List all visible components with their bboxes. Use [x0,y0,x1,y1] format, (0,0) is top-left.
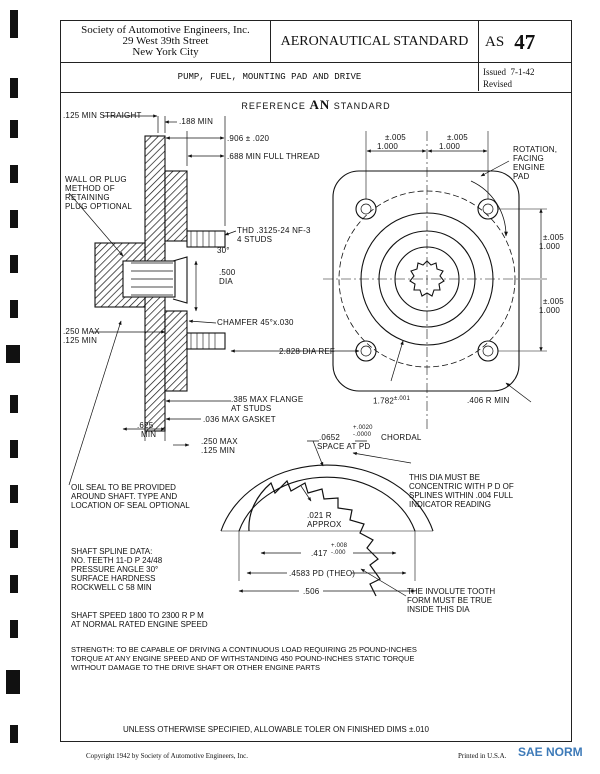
min-straight-label: .125 MIN STRAIGHT [63,111,142,120]
binder-mark [10,395,18,413]
rotation-note: ROTATION, FACING ENGINE PAD [513,145,558,181]
binder-mark [10,485,18,503]
dim-250b-label: .250 MAX .125 MIN [201,437,238,455]
shaft-speed-note: SHAFT SPEED 1800 TO 2300 R P M AT NORMAL… [71,611,208,629]
issued-date: 7-1-42 [510,67,535,77]
pad-outline [332,170,520,392]
dim-1000-v2: 1.000 [539,306,561,315]
front-pad-view [297,131,547,431]
issued-label: Issued [483,67,506,77]
spline-teeth [248,479,381,597]
binder-mark [10,165,18,183]
upper-boss-section [164,170,188,242]
binder-mark [10,120,18,138]
radius-021-label: .021 R APPROX [307,511,342,529]
thread-spec-label: THD .3125-24 NF-3 4 STUDS [237,226,311,244]
dim-1000-b: 1.000 [439,142,461,151]
spline-lines [131,262,173,296]
binder-mark [10,575,18,593]
angle-label: 30° [217,246,230,255]
dim-906-label: .906 ± .020 [227,134,270,143]
org-city: New York City [132,46,199,58]
dim-1782: 1.782±.001 [373,396,411,406]
side-section-view [68,114,301,486]
reference-line: REFERENCE AN STANDARD [61,97,571,113]
space-at-pd-label: SPACE AT PD [317,442,371,451]
tol-005-b: ±.005 [447,133,468,142]
binder-mark [6,345,20,363]
binder-mark [10,78,18,98]
reference-an: AN [309,97,331,112]
lower-boss-section [164,310,188,392]
tol-005-c: ±.005 [543,233,564,242]
chordal-label: CHORDAL [381,433,422,442]
reference-suffix: STANDARD [333,101,391,111]
stud-hole-lr [477,340,499,362]
engineering-drawing [68,114,547,597]
pd-ref-label: 2.828 DIA REF [279,347,335,356]
chamfer-label: CHAMFER 45°x.030 [217,318,294,327]
extension-lines [144,116,226,441]
reference-prefix: REFERENCE [241,101,306,111]
lower-stud [186,332,226,350]
binder-mark [10,440,18,458]
org-street: 29 West 39th Street [122,35,209,47]
copyright-text: Copyright 1942 by Society of Automotive … [86,752,248,760]
wall-plug-note: WALL OR PLUG METHOD OF RETAINING PLUG OP… [65,175,133,211]
shaft-end [172,256,188,304]
outer-arc [220,464,434,532]
binder-mark [10,210,18,228]
pd-4583-label: .4583 PD (THEO) [289,569,356,578]
oil-seal-note: OIL SEAL TO BE PROVIDED AROUND SHAFT. TY… [71,483,190,510]
binder-mark [10,255,18,273]
tol-005-a: ±.005 [385,133,406,142]
binder-mark [10,300,18,318]
watermark-logo: SAE NORM [518,745,583,759]
flange-label: .385 MAX FLANGE AT STUDS [231,395,304,413]
strength-note: STRENGTH: TO BE CAPABLE OF DRIVING A CON… [71,645,417,672]
tol-005-d: ±.005 [543,297,564,306]
printed-text: Printed in U.S.A. [458,752,507,760]
dim-1000-v1: 1.000 [539,242,561,251]
dim-417: .417 [311,549,328,558]
major-arc [238,476,416,532]
standard-number: 47 [514,29,536,54]
title-block: Society of Automotive Engineers, Inc. 29… [61,21,571,63]
standard-title: AERONAUTICAL STANDARD [271,21,479,63]
org-name: Society of Automotive Engineers, Inc. [81,24,250,36]
max-250-label: .250 MAX .125 MIN [63,327,100,345]
standard-number-block: AS 47 [479,21,571,63]
upper-stud [186,230,226,248]
radius-406-label: .406 R MIN [467,396,510,405]
drawing-sheet: Society of Automotive Engineers, Inc. 29… [60,20,572,742]
chordal-dim: .0652 [319,433,341,442]
revised-label: Revised [483,79,512,89]
binder-mark [6,670,20,694]
tol-417: +.008 -.000 [331,543,348,556]
tolerance-note: UNLESS OTHERWISE SPECIFIED, ALLOWABLE TO… [123,725,429,734]
spline-detail-view [220,440,434,597]
dates-block: Issued 7-1-42 Revised [483,66,535,90]
binder-mark [10,620,18,638]
binder-mark [10,10,18,38]
gasket-label: .036 MAX GASKET [203,415,276,424]
involute-note: THE INVOLUTE TOOTH FORM MUST BE TRUE INS… [407,587,496,614]
binder-mark [10,530,18,548]
dim-625-label: .625 MIN [137,421,157,439]
subject-title: PUMP, FUEL, MOUNTING PAD AND DRIVE [61,63,479,91]
dim-506: .506 [303,587,320,596]
subject-row: PUMP, FUEL, MOUNTING PAD AND DRIVE Issue… [61,63,571,93]
spline-data-note: SHAFT SPLINE DATA: NO. TEETH 11-D P 24/4… [71,547,163,592]
binder-mark [10,725,18,743]
centerlines [323,131,531,431]
organization-block: Society of Automotive Engineers, Inc. 29… [61,21,271,63]
chordal-tol: +.0020 -.0000 [353,425,373,438]
dim-188-label: .188 MIN [179,117,214,126]
standard-prefix: AS [485,33,505,50]
full-thread-label: .688 MIN FULL THREAD [227,152,320,161]
concentric-note: THIS DIA MUST BE CONCENTRIC WITH P D OF … [409,473,514,509]
dim-1000-a: 1.000 [377,142,399,151]
dia-500-label: .500 DIA [219,268,236,286]
